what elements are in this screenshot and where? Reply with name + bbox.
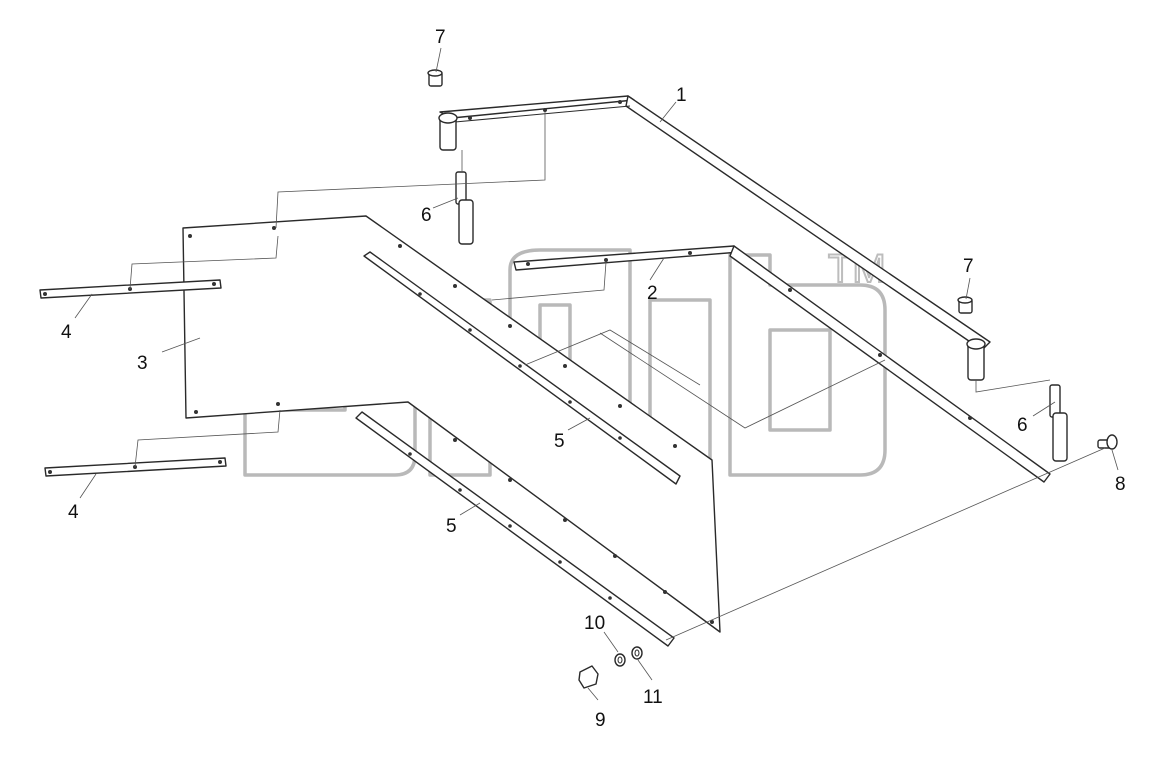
callout-3: 3 <box>137 353 148 374</box>
part-8-bolt <box>1097 434 1118 450</box>
part-5-strip-upper <box>363 251 681 485</box>
callout-5-lower: 5 <box>446 516 457 537</box>
part-10-washer <box>614 653 626 667</box>
part-7-cap-upper <box>427 69 443 87</box>
part-11-lock-washer <box>631 646 643 660</box>
bar-1-pin-right <box>966 338 986 381</box>
callout-leaders <box>74 47 1119 701</box>
part-callouts: 1 2 3 4 4 5 5 6 6 7 7 8 9 10 11 <box>61 27 1126 731</box>
assembly-leader-lines <box>129 112 1106 641</box>
callout-4-lower: 4 <box>68 502 79 523</box>
callout-2: 2 <box>647 283 658 304</box>
part-4-strap-upper <box>39 279 222 299</box>
part-9-nut <box>578 665 599 689</box>
callout-10: 10 <box>584 613 605 634</box>
callout-11: 11 <box>643 687 663 708</box>
part-7-cap-right <box>957 296 973 314</box>
part-6-rod-upper <box>455 171 474 245</box>
part-4-strap-lower <box>44 457 227 477</box>
part-6-rod-right <box>1049 384 1068 462</box>
callout-6-upper: 6 <box>421 205 432 226</box>
callout-5-upper: 5 <box>554 431 565 452</box>
callout-9: 9 <box>595 710 606 731</box>
callout-1: 1 <box>676 85 687 106</box>
callout-8: 8 <box>1115 474 1126 495</box>
callout-7-right: 7 <box>963 256 974 277</box>
part-5-strip-lower <box>355 411 675 647</box>
part-2-lower-bar <box>513 245 1051 483</box>
callout-7-upper: 7 <box>435 27 446 48</box>
callout-6-right: 6 <box>1017 415 1028 436</box>
callout-4-upper: 4 <box>61 322 72 343</box>
part-3-panel <box>182 215 721 633</box>
bar-1-pin-left <box>438 112 458 151</box>
